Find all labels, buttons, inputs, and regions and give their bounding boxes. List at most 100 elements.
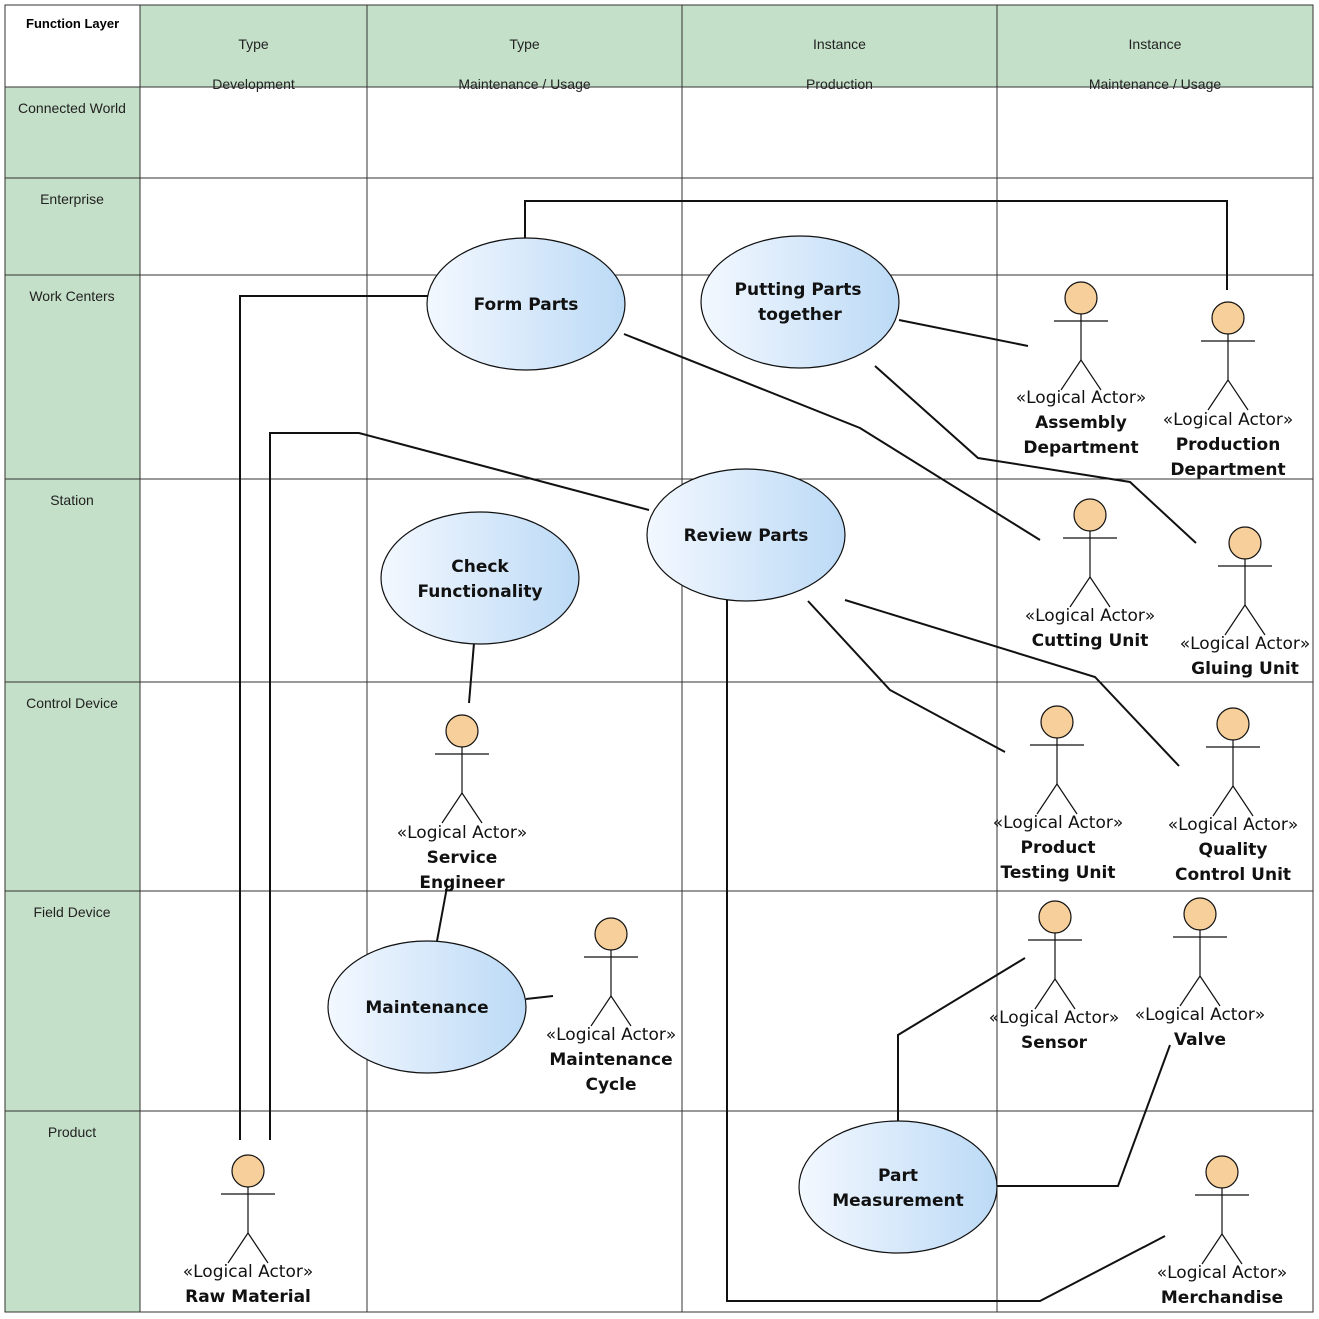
column-header-line1: Type bbox=[238, 36, 269, 52]
row-label-work-centers: Work Centers bbox=[29, 288, 115, 304]
actor-name: Testing Unit bbox=[1001, 863, 1116, 883]
column-header-line1: Instance bbox=[1128, 36, 1182, 52]
actor-name: Engineer bbox=[419, 873, 505, 893]
actor-name: Control Unit bbox=[1175, 865, 1291, 885]
actor-name: Maintenance bbox=[549, 1050, 672, 1070]
svg-text:Part: Part bbox=[878, 1166, 918, 1186]
actor-body-icon bbox=[1030, 738, 1084, 815]
column-header-line2: Maintenance / Usage bbox=[458, 76, 591, 92]
actor-valve[interactable]: «Logical Actor»Valve bbox=[1135, 897, 1266, 1050]
actor-stereotype: «Logical Actor» bbox=[183, 1262, 314, 1282]
actor-name: Merchandise bbox=[1161, 1288, 1283, 1308]
row-label-band bbox=[5, 87, 140, 1312]
actor-body-icon bbox=[1173, 930, 1227, 1007]
actor-name: Service bbox=[427, 848, 498, 868]
actor-name: Quality bbox=[1199, 840, 1268, 860]
actor-name: Cutting Unit bbox=[1032, 631, 1149, 651]
actor-stereotype: «Logical Actor» bbox=[546, 1025, 677, 1045]
actor-stereotype: «Logical Actor» bbox=[989, 1008, 1120, 1028]
actor-body-icon bbox=[1206, 740, 1260, 817]
column-header-type-development: Type Development bbox=[140, 14, 367, 114]
actor-body-icon bbox=[435, 747, 489, 824]
svg-text:Putting Parts: Putting Parts bbox=[735, 280, 862, 300]
header-band bbox=[140, 5, 1313, 87]
actor-stereotype: «Logical Actor» bbox=[397, 823, 528, 843]
usecase-maintenance[interactable]: Maintenance bbox=[327, 940, 527, 1074]
actor-name: Department bbox=[1170, 460, 1285, 480]
row-label-control-device: Control Device bbox=[26, 695, 118, 711]
svg-text:Review Parts: Review Parts bbox=[684, 526, 809, 546]
actor-head-icon bbox=[1064, 281, 1098, 315]
line-putting-assembly bbox=[898, 319, 1029, 347]
actor-head-icon bbox=[445, 714, 479, 748]
actor-body-icon bbox=[1063, 531, 1117, 608]
line-formparts-cutting bbox=[623, 333, 1041, 541]
actor-head-icon bbox=[1073, 498, 1107, 532]
actor-stereotype: «Logical Actor» bbox=[1163, 410, 1294, 430]
line-measurement-sensor bbox=[897, 957, 1026, 1122]
line-formparts-rawmaterial bbox=[239, 295, 428, 1140]
column-header-line2: Maintenance / Usage bbox=[1088, 76, 1222, 92]
actor-head-icon bbox=[1038, 900, 1072, 934]
actor-stereotype: «Logical Actor» bbox=[1025, 606, 1156, 626]
column-header-line2: Production bbox=[806, 76, 873, 92]
actor-gluing[interactable]: «Logical Actor»Gluing Unit bbox=[1180, 526, 1311, 679]
actor-body-icon bbox=[1195, 1188, 1249, 1265]
svg-text:together: together bbox=[758, 305, 842, 325]
column-header-line1: Type bbox=[509, 36, 540, 52]
actor-stereotype: «Logical Actor» bbox=[1157, 1263, 1288, 1283]
svg-text:Form Parts: Form Parts bbox=[474, 295, 579, 315]
usecase-part-measurement[interactable]: Part Measurement bbox=[798, 1120, 998, 1254]
actor-sensor[interactable]: «Logical Actor» Sensor bbox=[989, 900, 1120, 1053]
svg-text:Functionality: Functionality bbox=[417, 582, 542, 602]
actor-head-icon bbox=[1183, 897, 1217, 931]
row-label-connected-world: Connected World bbox=[18, 100, 126, 116]
actor-head-icon bbox=[1211, 301, 1245, 335]
line-maintenance-service bbox=[436, 886, 448, 942]
actor-raw-material[interactable]: «Logical Actor» Raw Material bbox=[183, 1154, 314, 1307]
actor-merchandise[interactable]: «Logical Actor» Merchandise bbox=[1157, 1155, 1288, 1308]
line-reviewparts-rawmaterial bbox=[269, 432, 650, 1140]
actor-name: Product bbox=[1021, 838, 1096, 858]
actor-head-icon bbox=[1205, 1155, 1239, 1189]
column-header-instance-production: Instance Production bbox=[682, 14, 997, 114]
line-formparts-production bbox=[524, 200, 1228, 290]
line-measurement-valve bbox=[997, 1044, 1171, 1187]
actor-stereotype: «Logical Actor» bbox=[1180, 634, 1311, 654]
line-maintenance-cycle bbox=[525, 995, 554, 1000]
actor-head-icon bbox=[1228, 526, 1262, 560]
usecase-putting-parts-together[interactable]: Putting Parts together bbox=[700, 235, 900, 369]
row-label-field-device: Field Device bbox=[33, 904, 111, 920]
column-header-instance-maintenance: Instance Maintenance / Usage bbox=[997, 14, 1313, 114]
actor-head-icon bbox=[1216, 707, 1250, 741]
column-header-type-maintenance: Type Maintenance / Usage bbox=[367, 14, 682, 114]
line-review-testing bbox=[807, 600, 1006, 753]
actor-name: Sensor bbox=[1021, 1033, 1088, 1053]
usecase-review-parts[interactable]: Review Parts bbox=[646, 468, 846, 602]
line-putting-gluing bbox=[874, 365, 1197, 544]
line-check-service bbox=[468, 642, 475, 704]
actor-stereotype: «Logical Actor» bbox=[1135, 1005, 1266, 1025]
actor-body-icon bbox=[1201, 334, 1255, 411]
usecase-form-parts[interactable]: Form Parts bbox=[426, 237, 626, 371]
svg-text:Maintenance: Maintenance bbox=[365, 998, 488, 1018]
actor-body-icon bbox=[584, 950, 638, 1027]
actor-name: Raw Material bbox=[185, 1287, 311, 1307]
actor-name: Cycle bbox=[586, 1075, 637, 1095]
actor-body-icon bbox=[1218, 559, 1272, 636]
svg-text:Check: Check bbox=[451, 557, 509, 577]
function-layer-label: Function Layer bbox=[26, 16, 120, 31]
actor-name: Department bbox=[1023, 438, 1138, 458]
row-label-enterprise: Enterprise bbox=[40, 191, 104, 207]
row-label-product: Product bbox=[47, 1124, 97, 1140]
usecase-check-functionality[interactable]: Check Functionality bbox=[380, 511, 580, 645]
actor-cutting[interactable]: «Logical Actor» Cutting Unit bbox=[1025, 498, 1156, 651]
line-review-merchandise bbox=[726, 600, 1166, 1302]
